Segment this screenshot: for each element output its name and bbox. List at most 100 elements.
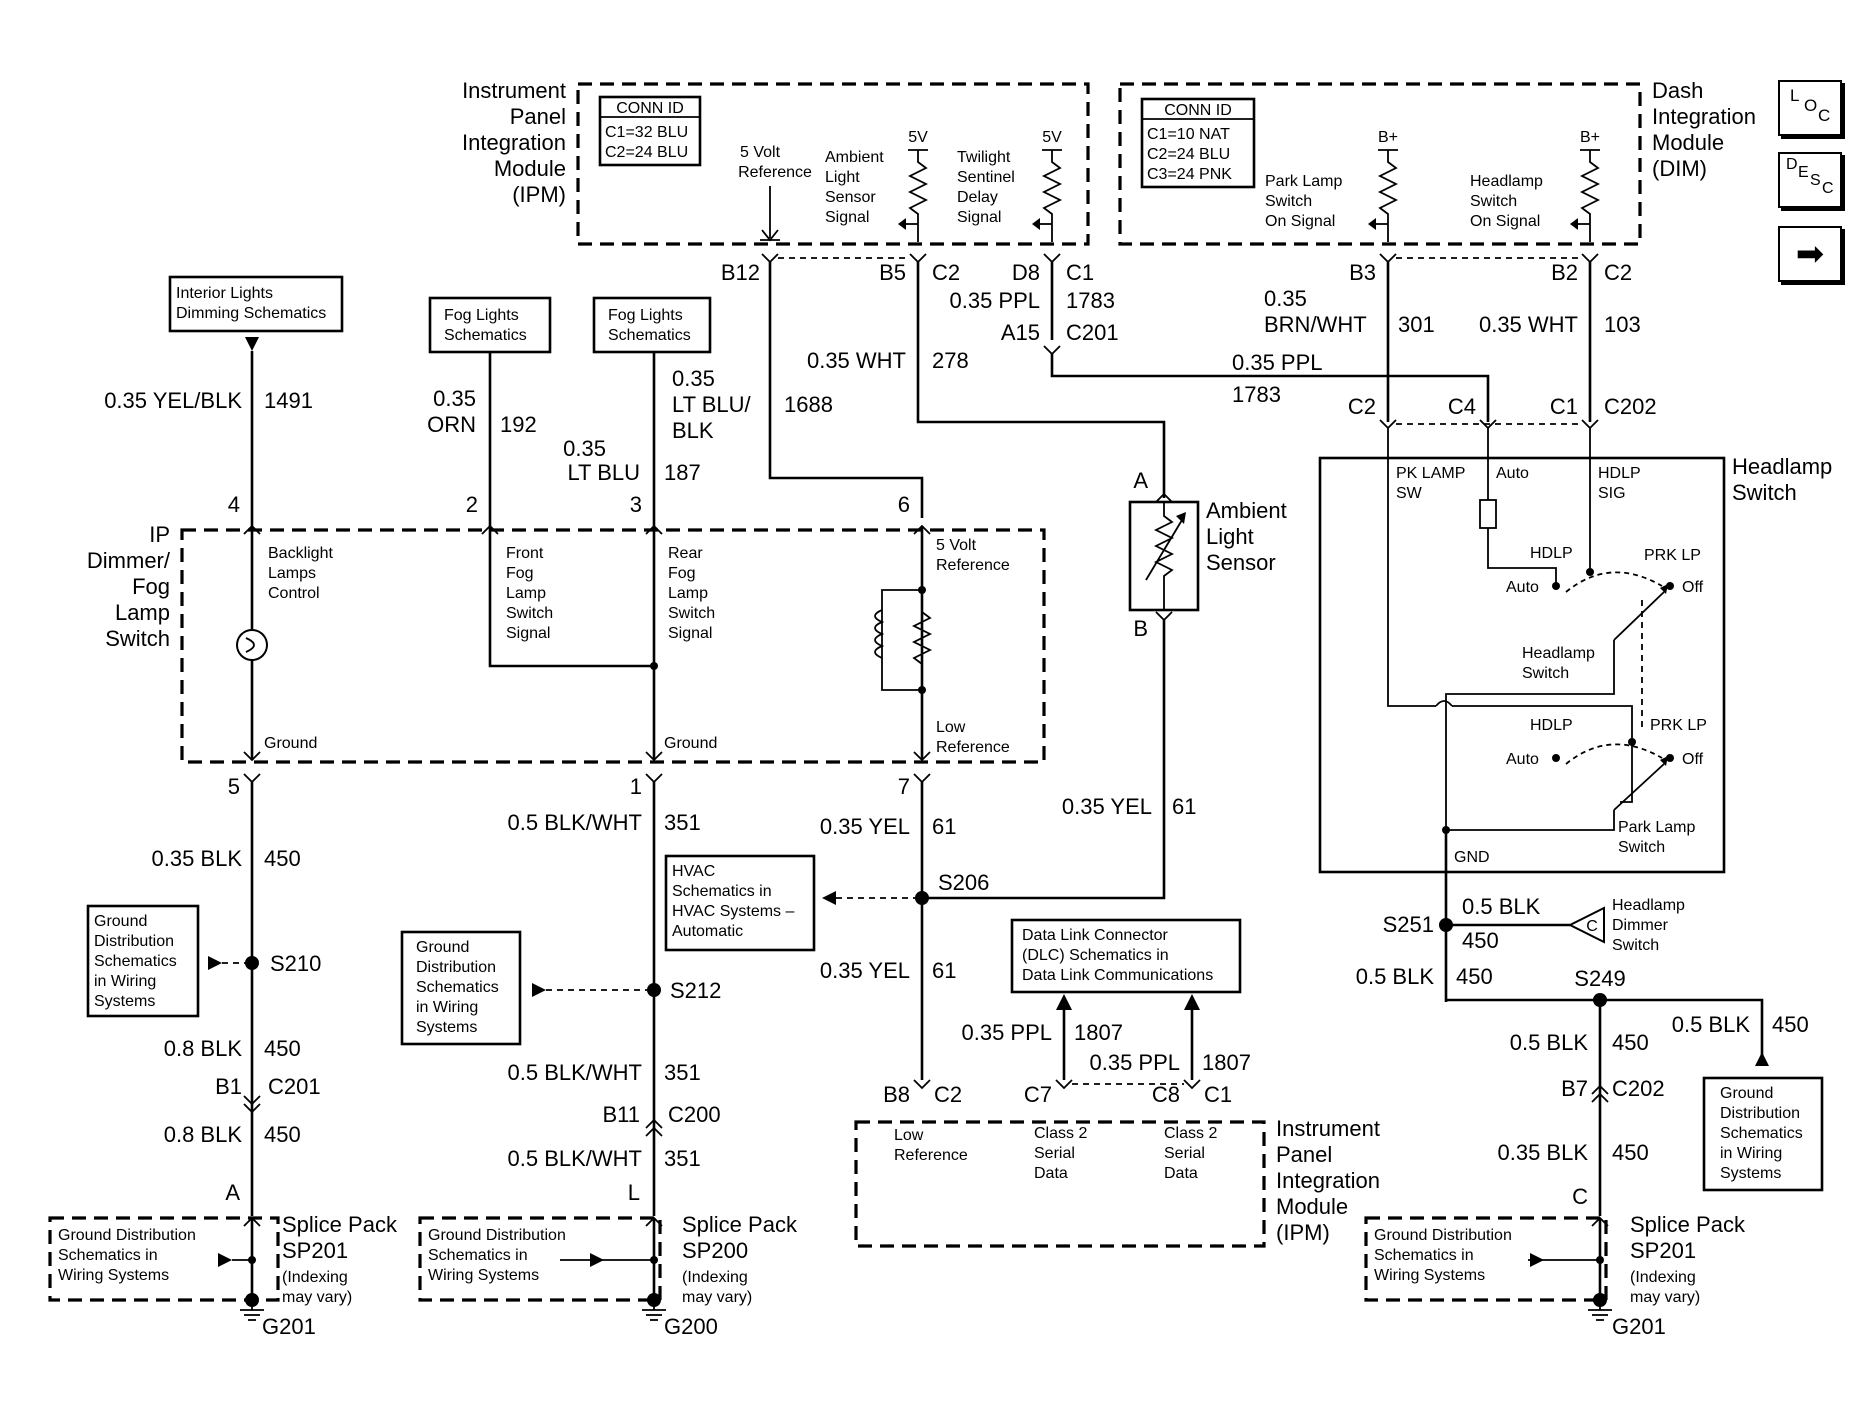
dim-title-3: Module [1652, 130, 1724, 155]
conn-c8: C8 [1152, 1082, 1180, 1107]
ipm-low-ref-2: Reference [894, 1147, 968, 1164]
hs-hdlp-sig-2: SIG [1598, 485, 1626, 502]
dim-conn-id-header: CONN ID [1164, 102, 1232, 119]
w351b-gauge: 0.5 BLK/WHT [508, 1060, 642, 1085]
w192-gauge-2: ORN [427, 412, 476, 437]
hs-hdlp2: HDLP [1530, 717, 1573, 734]
front-fog-4: Switch [506, 605, 553, 622]
w103-circuit: 103 [1604, 312, 1641, 337]
ipm-top-title-3: Integration [462, 130, 566, 155]
dlc-3: Data Link Communications [1022, 967, 1213, 984]
w351c-gauge: 0.5 BLK/WHT [508, 1146, 642, 1171]
sp-right-note-2: may vary) [1630, 1289, 1700, 1306]
conn-c2-ipm: C2 [934, 1082, 962, 1107]
ipm-bottom-title-1: Instrument [1276, 1116, 1380, 1141]
headlamp-signal-2: Switch [1470, 193, 1517, 210]
hs-gnd: GND [1454, 849, 1490, 866]
sp-left-title-2: SP201 [282, 1238, 348, 1263]
w192-gauge-1: 0.35 [433, 386, 476, 411]
hs-off1: Off [1682, 579, 1704, 596]
pin-c2-ipm: C2 [932, 260, 960, 285]
w1783b-circuit: 1783 [1232, 382, 1281, 407]
dim-title-1: Dash [1652, 78, 1703, 103]
conn-a-sp: A [225, 1180, 240, 1205]
w278-gauge: 0.35 WHT [807, 348, 906, 373]
ipm-bottom-title-3: Integration [1276, 1168, 1380, 1193]
conn-c7: C7 [1024, 1082, 1052, 1107]
center-61-column: 0.35 YEL 61 HVAC Schematics in HVAC Syst… [664, 782, 989, 1107]
sp-right-note-1: (Indexing [1630, 1269, 1696, 1286]
w1783a-gauge: 0.35 PPL [949, 288, 1040, 313]
location-icon[interactable]: L O C [1778, 80, 1842, 136]
sp-mid-ref-1: Ground Distribution [428, 1227, 566, 1244]
dim-bplus-a: B+ [1378, 129, 1398, 146]
dlc-reference: Data Link Connector (DLC) Schematics in … [961, 918, 1251, 1107]
w450r2-gauge: 0.5 BLK [1356, 964, 1435, 989]
splice-pack-mid: Ground Distribution Schematics in Wiring… [418, 1212, 798, 1339]
ipm-5v-a: 5V [908, 129, 928, 146]
sp-mid-ref-3: Wiring Systems [428, 1267, 539, 1284]
w450l3-circuit: 450 [264, 1122, 301, 1147]
ipm-top-title-4: Module [494, 156, 566, 181]
ipm-conn-id-c2: C2=24 BLU [605, 144, 688, 161]
ambient-signal-4: Signal [825, 209, 869, 226]
ipm-class2a-2: Serial [1034, 1145, 1075, 1162]
left-refs: Interior Lights Dimming Schematics 0.35 … [104, 275, 712, 526]
sp-right-ref-3: Wiring Systems [1374, 1267, 1485, 1284]
hs-auto-top: Auto [1496, 465, 1529, 482]
w450r1-circuit: 450 [1462, 928, 1499, 953]
ip-dimmer-switch: IP Dimmer/ Fog Lamp Switch 4 2 3 6 Backl… [87, 492, 1046, 799]
w351b-circuit: 351 [664, 1060, 701, 1085]
sp-right-ref-2: Schematics in [1374, 1247, 1474, 1264]
ipm-top-title-1: Instrument [462, 78, 566, 103]
w450r3-gauge: 0.5 BLK [1672, 1012, 1751, 1037]
ref-fog-rear-2: Schematics [608, 327, 691, 344]
s249: S249 [1574, 966, 1625, 991]
ambient-signal-2: Light [825, 169, 860, 186]
rear-fog-1: Rear [668, 545, 703, 562]
hs-park-label-1: Park Lamp [1618, 819, 1695, 836]
w61c-gauge: 0.35 YEL [820, 958, 910, 983]
ref-fog-rear-1: Fog Lights [608, 307, 683, 324]
w61b-gauge: 0.35 YEL [820, 814, 910, 839]
right-ground-section: S251 C Headlamp Dimmer Switch 0.5 BLK 45… [1356, 894, 1824, 1216]
hs-auto1: Auto [1506, 579, 1539, 596]
sp-left-title-1: Splice Pack [282, 1212, 398, 1237]
hvac-3: HVAC Systems – [672, 903, 795, 920]
conn-a15: A15 [1001, 320, 1040, 345]
sp-right-title-2: SP201 [1630, 1238, 1696, 1263]
dim-conn-c3: C3=24 PNK [1147, 166, 1232, 183]
gnd-left-1: Ground [94, 913, 147, 930]
park-signal-1: Park Lamp [1265, 173, 1342, 190]
twilight-signal-4: Signal [957, 209, 1001, 226]
hs-headlamp-label-1: Headlamp [1522, 645, 1595, 662]
desc-letter-c: C [1822, 180, 1834, 197]
dimmer-title-4: Lamp [115, 600, 170, 625]
conn-c1-hs: C1 [1550, 394, 1578, 419]
hs-prk-lp1: PRK LP [1644, 547, 1701, 564]
hs-headlamp-label-2: Switch [1522, 665, 1569, 682]
sensor-title-2: Light [1206, 524, 1254, 549]
hs-title-1: Headlamp [1732, 454, 1832, 479]
hs-pk-lamp-2: SW [1396, 485, 1423, 502]
dim-module: Dash Integration Module (DIM) CONN ID C1… [1118, 78, 1756, 285]
sp-left-ground: G201 [262, 1314, 316, 1339]
dimmer-title-2: Dimmer/ [87, 548, 171, 573]
dimmer-title-3: Fog [132, 574, 170, 599]
next-arrow-icon[interactable]: ➡ [1778, 226, 1842, 282]
dim-conn-c2: C2=24 BLU [1147, 146, 1230, 163]
splice-pack-left: Ground Distribution Schematics in Wiring… [48, 1212, 398, 1339]
s251: S251 [1383, 912, 1434, 937]
w450l1-circuit: 450 [264, 846, 301, 871]
description-icon[interactable]: D E S C [1778, 152, 1842, 208]
conn-b11: B11 [602, 1102, 640, 1127]
w1688-gauge-2: LT BLU/ [672, 392, 752, 417]
pin-5: 5 [228, 774, 240, 799]
sp-mid-ground: G200 [664, 1314, 718, 1339]
ipm-top-module: Instrument Panel Integration Module (IPM… [462, 78, 1094, 285]
w450r4-circuit: 450 [1612, 1030, 1649, 1055]
sp-left-ref-1: Ground Distribution [58, 1227, 196, 1244]
gnd-mid-3: Schematics [416, 979, 499, 996]
pin-4: 4 [228, 492, 240, 517]
gnd-left-4: in Wiring [94, 973, 156, 990]
